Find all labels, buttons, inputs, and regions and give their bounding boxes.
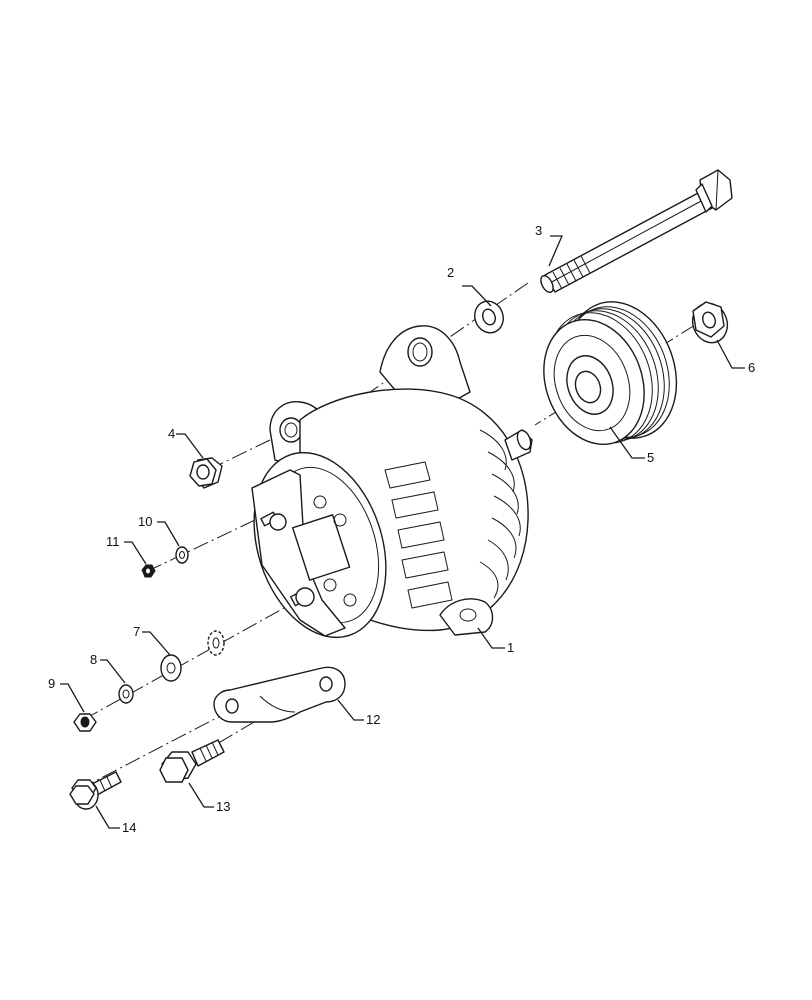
part-10-small-washer[interactable] [175,546,189,564]
callout-10: 10 [138,514,152,529]
part-7-washer[interactable] [160,654,182,682]
callout-5: 5 [647,450,654,465]
leader-lines [60,235,745,829]
callout-3: 3 [535,223,542,238]
part-14-flange-bolt[interactable] [69,771,122,810]
callout-9: 9 [48,676,55,691]
callout-7: 7 [133,624,140,639]
part-11-small-nut[interactable] [141,564,156,578]
callout-14: 14 [122,820,136,835]
part-8-lock-washer[interactable] [118,684,134,704]
part-6-flange-nut[interactable] [687,298,733,347]
callout-12: 12 [366,712,380,727]
part-9-nut[interactable] [73,713,97,732]
part-5-pulley[interactable] [527,286,695,458]
callout-1: 1 [507,640,514,655]
part-13-hex-bolt[interactable] [159,739,225,783]
part-3-through-bolt[interactable] [538,169,733,294]
callout-labels: 1 2 3 4 5 6 7 8 9 10 11 12 13 14 [48,223,755,835]
star-lock-washer[interactable] [207,630,225,656]
callout-4: 4 [168,426,175,441]
part-12-bracket[interactable] [213,666,346,723]
part-4-flange-nut[interactable] [189,457,223,489]
callout-2: 2 [447,265,454,280]
callout-8: 8 [90,652,97,667]
part-1-alternator[interactable] [232,325,533,655]
callout-6: 6 [748,360,755,375]
callout-11: 11 [106,534,120,549]
callout-13: 13 [216,799,230,814]
part-2-washer[interactable] [470,297,507,337]
